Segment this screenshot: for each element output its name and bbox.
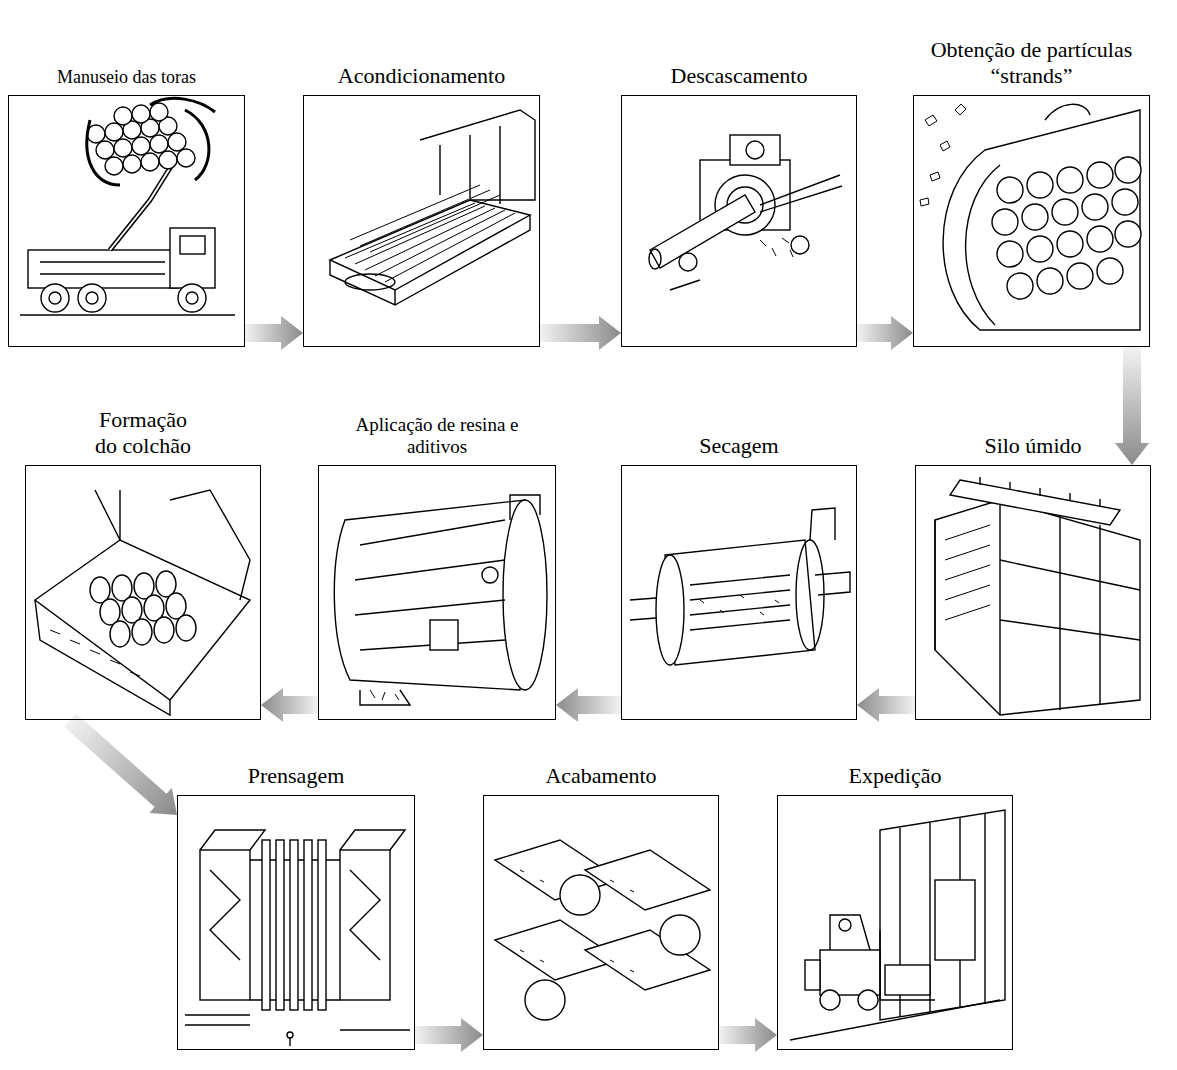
step-title: Aplicação de resina e aditivos — [352, 414, 522, 458]
flow-arrow — [540, 316, 621, 350]
mat-former-illustration — [35, 490, 250, 715]
flow-arrow — [261, 688, 318, 722]
flow-arrow — [857, 688, 915, 722]
process-step-box: Silo úmido — [915, 465, 1151, 720]
process-step-box: Obtenção de partículas “strands” — [913, 95, 1150, 347]
press-illustration — [185, 830, 410, 1046]
step-title: Formação do colchão — [86, 407, 200, 458]
step-title: Secagem — [639, 433, 839, 458]
process-step-box: Manuseio das toras — [8, 95, 245, 347]
step-title: Silo úmido — [933, 433, 1133, 458]
process-step-box: Aplicação de resina e aditivos — [318, 465, 556, 720]
debarker-illustration — [649, 135, 842, 290]
flow-arrow — [415, 1018, 483, 1052]
step-title: Descascamento — [624, 63, 854, 88]
process-step-box: Descascamento — [621, 95, 857, 347]
process-step-box: Expedição — [777, 795, 1013, 1050]
dryer-illustration — [630, 508, 850, 665]
step-title: Prensagem — [196, 763, 396, 788]
flow-arrow — [245, 316, 303, 350]
log-loader-illustration — [20, 98, 235, 315]
flow-arrow — [857, 316, 913, 350]
wet-bin-illustration — [935, 477, 1140, 715]
conditioning-vat-illustration — [330, 110, 535, 305]
flow-arrow — [64, 713, 177, 815]
step-title: Expedição — [795, 763, 995, 788]
process-step-box: Secagem — [621, 465, 857, 720]
process-step-box: Acabamento — [483, 795, 719, 1050]
blender-illustration — [334, 495, 547, 705]
shipping-illustration — [790, 810, 1005, 1040]
flow-arrow — [719, 1018, 777, 1052]
flow-arrow — [1115, 347, 1149, 465]
step-title: Obtenção de partículas “strands” — [926, 37, 1138, 88]
flow-arrow — [556, 688, 621, 722]
process-step-box: Formação do colchão — [25, 465, 261, 720]
step-title: Acondicionamento — [307, 63, 537, 88]
step-title: Manuseio das toras — [17, 67, 237, 88]
process-step-box: Acondicionamento — [303, 95, 540, 347]
process-step-box: Prensagem — [177, 795, 415, 1050]
strander-illustration — [920, 104, 1141, 330]
step-title: Acabamento — [501, 763, 701, 788]
finishing-illustration — [495, 840, 710, 1020]
